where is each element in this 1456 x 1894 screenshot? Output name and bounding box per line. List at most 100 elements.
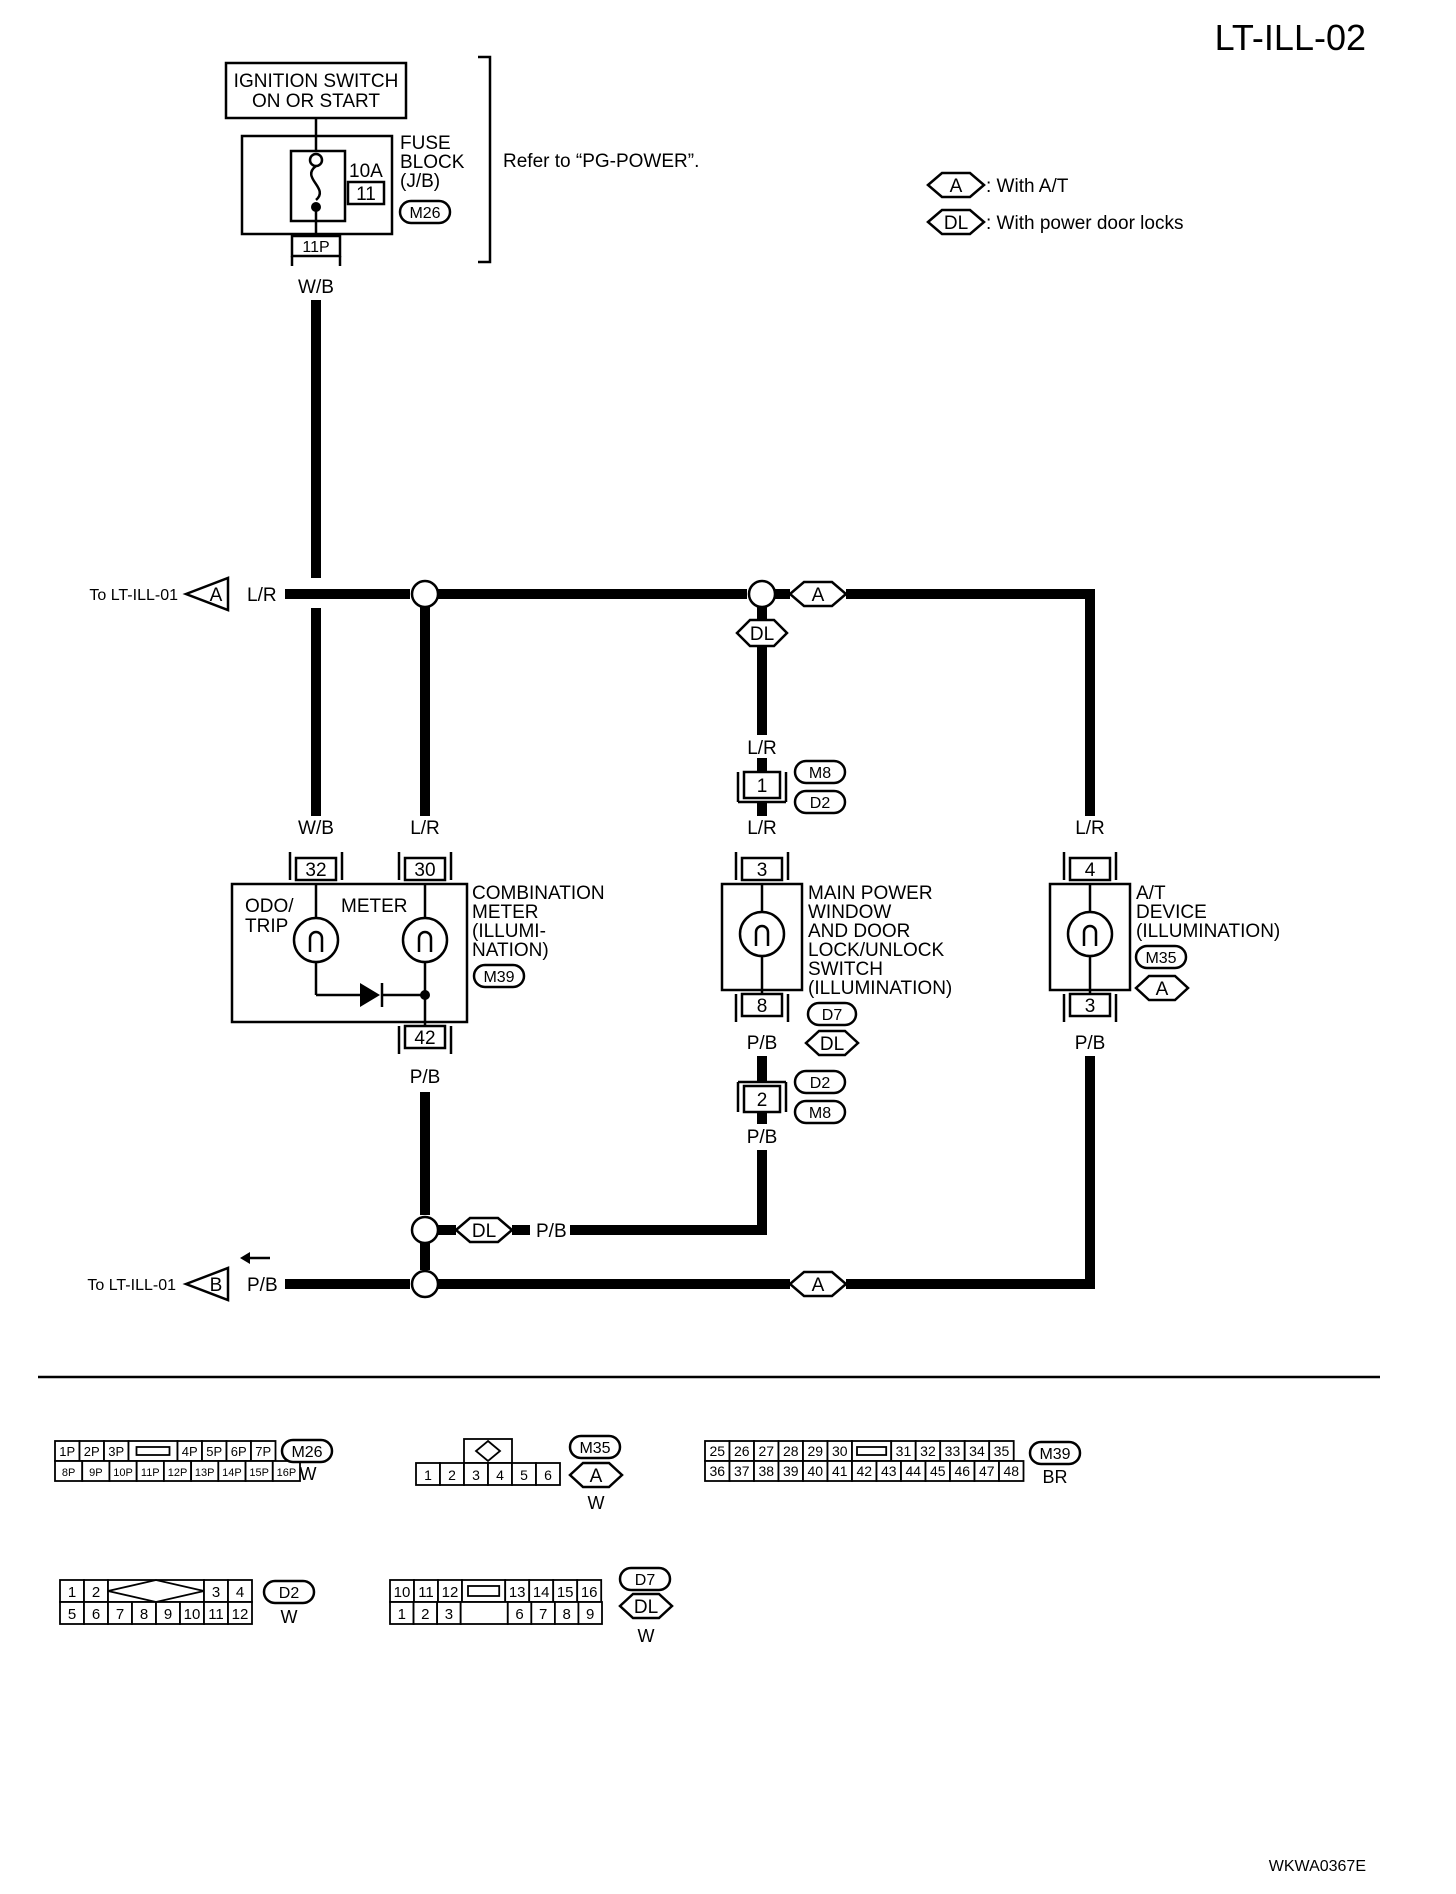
m39-pin: 38 (758, 1463, 774, 1479)
m39-pin: 46 (954, 1463, 970, 1479)
d2-pin: 5 (68, 1606, 76, 1623)
svg-text:: With power door locks: : With power door locks (986, 213, 1183, 234)
m35-pin: 6 (544, 1467, 552, 1483)
svg-text:A/T: A/T (1136, 883, 1166, 904)
m39-pin: 32 (920, 1443, 936, 1459)
svg-text:DEVICE: DEVICE (1136, 902, 1207, 923)
svg-text:METER: METER (341, 896, 408, 917)
svg-text:8: 8 (757, 996, 768, 1017)
m39-tag (1028, 1440, 1082, 1466)
svg-text:1: 1 (757, 776, 768, 797)
d7-opt (618, 1592, 674, 1620)
m35-color: W (588, 1493, 605, 1513)
svg-text:TRIP: TRIP (245, 916, 288, 937)
page-id: LT-ILL-02 (1215, 17, 1366, 58)
svg-text:COMBINATION: COMBINATION (472, 883, 605, 904)
svg-text:: With A/T: : With A/T (986, 176, 1069, 197)
d2-pin: 9 (164, 1606, 172, 1623)
d7-cell (577, 1601, 603, 1625)
m26-pin: 5P (206, 1444, 222, 1459)
d7-opt-text: DL (634, 1597, 658, 1618)
svg-text:P/B: P/B (1075, 1033, 1106, 1054)
d2-tag-text: D2 (279, 1585, 300, 1602)
d7-tag-text: D7 (635, 1572, 656, 1589)
m39-pin: 44 (905, 1463, 921, 1479)
m35-pin: 5 (520, 1467, 528, 1483)
m26-pin: 11P (141, 1467, 160, 1479)
m39-pin: 30 (832, 1443, 848, 1459)
svg-text:DL: DL (750, 624, 774, 645)
svg-text:LOCK/UNLOCK: LOCK/UNLOCK (808, 940, 945, 961)
m39-pin: 47 (979, 1463, 995, 1479)
d7-pin: 12 (442, 1584, 459, 1601)
svg-text:W/B: W/B (298, 818, 334, 839)
m26-pin: 16P (277, 1467, 297, 1479)
svg-text:A: A (812, 585, 825, 606)
dl-ground-joint: DL P/B (410, 1215, 567, 1245)
m39-pin: 42 (856, 1463, 872, 1479)
d7-pin: 3 (445, 1606, 453, 1623)
m35-pin: 2 (448, 1467, 456, 1483)
svg-text:SWITCH: SWITCH (808, 959, 883, 980)
svg-text:M8: M8 (809, 765, 831, 782)
m39-pin: 36 (709, 1463, 725, 1479)
d7-color: W (638, 1626, 655, 1646)
svg-text:(J/B): (J/B) (400, 171, 440, 192)
d2-pin: 11 (208, 1606, 224, 1623)
d7-pin: 16 (581, 1584, 598, 1601)
svg-text:A: A (950, 176, 963, 197)
d7-pin: 14 (533, 1584, 550, 1601)
d2-cell (227, 1601, 253, 1625)
svg-text:M8: M8 (809, 1105, 831, 1122)
svg-text:11: 11 (356, 184, 376, 205)
d2-pin: 12 (232, 1606, 249, 1623)
svg-text:32: 32 (305, 860, 326, 881)
m26-pin: 12P (168, 1467, 188, 1479)
svg-text:4: 4 (1085, 860, 1096, 881)
d7-pin: 9 (586, 1606, 594, 1623)
svg-text:P/B: P/B (410, 1067, 441, 1088)
m39-pin: 35 (994, 1443, 1010, 1459)
svg-text:IGNITION SWITCH: IGNITION SWITCH (234, 71, 399, 92)
m35-pin: 4 (496, 1467, 504, 1483)
m26-tag (280, 1438, 334, 1464)
m39-pin: 41 (832, 1463, 848, 1479)
m39-pin: 43 (881, 1463, 897, 1479)
m35-tag (568, 1434, 622, 1460)
m39-pin: 28 (783, 1443, 799, 1459)
svg-text:(ILLUMI-: (ILLUMI- (472, 921, 546, 942)
main-power-window-switch: 3 8 MAIN POWER WINDOW AND DOOR LOCK/UNLO… (720, 852, 952, 1057)
m26-pin: 15P (249, 1467, 269, 1479)
d2-pin: 6 (92, 1606, 100, 1623)
svg-text:D7: D7 (822, 1007, 843, 1024)
m26-pin: 1P (59, 1444, 75, 1459)
svg-text:11P: 11P (302, 239, 329, 256)
svg-text:42: 42 (414, 1028, 435, 1049)
d2-pin: 7 (116, 1606, 124, 1623)
at-device-illumination: 4 3 A/T DEVICE (ILLUMINATION) M35 A (1048, 852, 1280, 1022)
svg-text:A: A (812, 1275, 825, 1296)
svg-text:To LT-ILL-01: To LT-ILL-01 (87, 1277, 176, 1294)
m26-pin: 4P (182, 1444, 198, 1459)
m39-pin: 48 (1003, 1463, 1019, 1479)
svg-text:AND DOOR: AND DOOR (808, 921, 910, 942)
m35-tag-text: M35 (579, 1440, 610, 1457)
svg-text:ON OR START: ON OR START (252, 91, 380, 112)
svg-text:D2: D2 (810, 1075, 831, 1092)
m26-pin: 6P (231, 1444, 247, 1459)
d2-pin: 3 (212, 1584, 220, 1601)
svg-text:M26: M26 (409, 205, 440, 222)
d7-pin: 8 (562, 1606, 570, 1623)
m39-pin: 25 (709, 1443, 725, 1459)
svg-text:30: 30 (414, 860, 435, 881)
svg-text:WINDOW: WINDOW (808, 902, 891, 923)
svg-text:NATION): NATION) (472, 940, 549, 961)
svg-text:ODO/: ODO/ (245, 896, 294, 917)
d7-pin: 10 (394, 1584, 411, 1601)
d2-pin: 2 (92, 1584, 100, 1601)
m39-pin: 37 (734, 1463, 750, 1479)
svg-text:MAIN POWER: MAIN POWER (808, 883, 933, 904)
m26-pin: 8P (62, 1467, 75, 1479)
d7-pin: 1 (398, 1606, 406, 1623)
